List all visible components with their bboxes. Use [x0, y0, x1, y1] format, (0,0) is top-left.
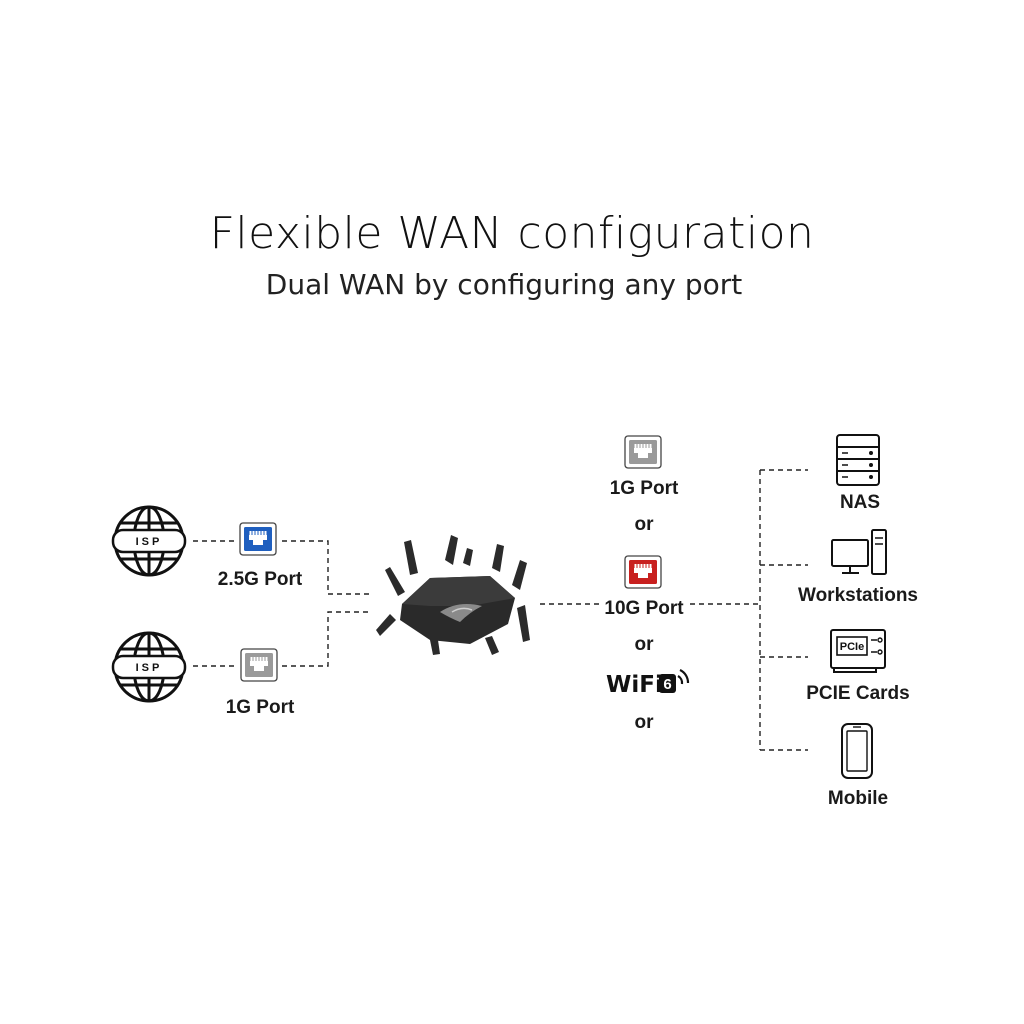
ethernet-port-2-5g-icon [239, 522, 277, 556]
router-icon [376, 535, 530, 655]
option-10g-port-label: 10G Port [604, 598, 684, 619]
isp-globe-icon: ISP [111, 631, 187, 703]
ethernet-port-10g-icon [624, 555, 662, 589]
page-title: Flexible WAN configuration [209, 208, 815, 259]
isp-label: ISP [136, 662, 163, 674]
mobile-icon [841, 723, 873, 779]
isp-label: ISP [136, 536, 163, 548]
device-label-pcie-cards: PCIE Cards [806, 683, 909, 704]
isp-globe-icon: ISP [111, 505, 187, 577]
workstation-icon [831, 529, 887, 575]
device-label-workstations: Workstations [798, 585, 918, 606]
wan-port-label-2-5g: 2.5G Port [218, 569, 303, 590]
or-label: or [635, 634, 655, 655]
option-1g-port-label: 1G Port [610, 478, 679, 499]
ethernet-port-1g-icon [624, 435, 662, 469]
page-subtitle: Dual WAN by configuring any port [265, 268, 743, 301]
device-label-mobile: Mobile [828, 788, 888, 809]
wifi-text: WiFi [606, 672, 663, 698]
or-label: or [635, 514, 655, 535]
wan-port-label-1g: 1G Port [226, 697, 295, 718]
nas-icon [836, 434, 880, 486]
pcie-card-text: PCIe [840, 641, 864, 653]
ethernet-port-1g-icon [240, 648, 278, 682]
wifi-badge: 6 [663, 676, 671, 693]
wifi-signal-icon [677, 675, 684, 685]
device-label-nas: NAS [840, 492, 880, 513]
wifi6-logo: WiFi 6 [606, 669, 690, 698]
or-label: or [635, 712, 655, 733]
pcie-card-icon: PCIe [830, 629, 886, 673]
